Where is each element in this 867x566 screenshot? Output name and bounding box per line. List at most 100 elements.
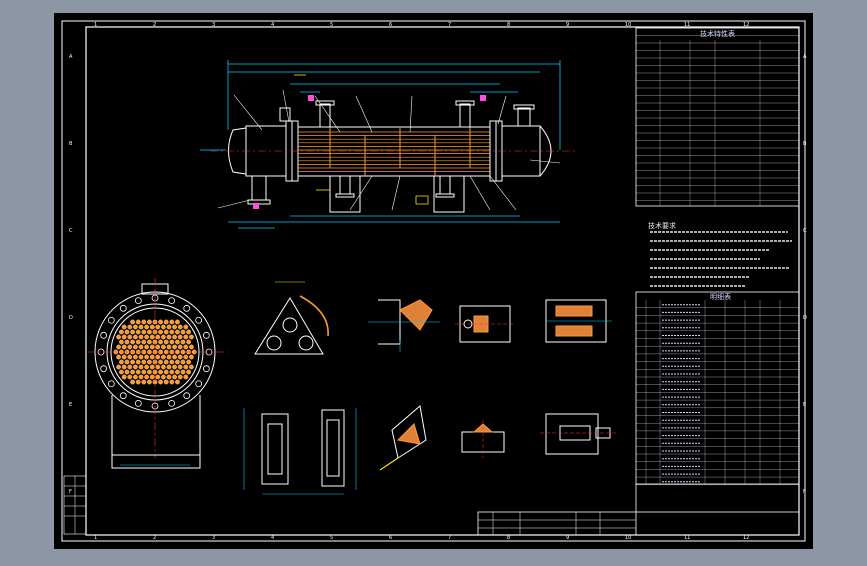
- tube-hole: [188, 354, 194, 360]
- flange-bolt-hole: [119, 392, 127, 400]
- weld-detail-2: [455, 305, 515, 343]
- zone-column-label: 12: [743, 22, 749, 28]
- tube-hole: [149, 334, 155, 340]
- tube-hole: [183, 374, 189, 380]
- zone-column-label: 4: [271, 535, 274, 541]
- tube-hole: [124, 339, 130, 345]
- tube-hole: [121, 374, 127, 380]
- tube-hole: [138, 334, 144, 340]
- tube-hole: [121, 344, 127, 350]
- flange-bolt-hole: [195, 380, 203, 388]
- tube-hole: [177, 364, 183, 370]
- zone-column-label: 3: [212, 535, 215, 541]
- tube-hole: [177, 324, 183, 330]
- zone-column-label: 2: [153, 22, 156, 28]
- zone-column-label: 10: [625, 535, 631, 541]
- zone-column-label: 3: [212, 22, 215, 28]
- tube-hole: [116, 364, 122, 370]
- tube-hole: [188, 344, 194, 350]
- tube-hole: [119, 359, 124, 365]
- flange-bolt-hole: [168, 399, 176, 407]
- zone-column-label: 12: [743, 535, 749, 541]
- tube-hole: [146, 339, 152, 345]
- tube-hole: [138, 374, 144, 380]
- flange-bolt-hole: [100, 331, 108, 339]
- zone-column-label: 9: [566, 22, 569, 28]
- tube-hole: [130, 359, 136, 365]
- tube-hole: [177, 334, 183, 340]
- zone-column-label: 10: [625, 22, 631, 28]
- zone-column-label: 11: [684, 535, 690, 541]
- zone-column-label: 8: [507, 22, 510, 28]
- tube-hole: [186, 329, 192, 335]
- tube-hole: [174, 359, 180, 365]
- tube-hole: [141, 329, 147, 335]
- end-view-tubesheet: [88, 278, 228, 469]
- tube-hole: [135, 319, 141, 325]
- tube-hole: [186, 339, 192, 345]
- tube-hole: [166, 374, 172, 380]
- flange-bolt-hole: [134, 399, 142, 407]
- tube-hole: [172, 354, 178, 360]
- flange-bolt-hole: [183, 392, 191, 400]
- tube-hole: [183, 354, 189, 360]
- tube-hole: [166, 344, 172, 350]
- zone-row-label: C: [803, 228, 807, 234]
- tube-hole: [146, 379, 152, 385]
- zone-row-label: A: [69, 54, 73, 60]
- tube-hole: [127, 364, 133, 370]
- tube-hole: [155, 374, 161, 380]
- tube-hole: [172, 324, 178, 330]
- technical-data-table: 技术特性表: [635, 27, 800, 207]
- tube-hole: [144, 324, 150, 330]
- tube-hole: [155, 344, 161, 350]
- tube-hole: [160, 374, 166, 380]
- tube-hole: [121, 324, 127, 330]
- flange-bolt-hole: [183, 304, 191, 312]
- tube-hole: [169, 369, 175, 375]
- tube-hole: [169, 329, 175, 335]
- tube-hole: [135, 379, 141, 385]
- tube-hole: [158, 369, 164, 375]
- tube-hole: [121, 354, 127, 360]
- tube-hole: [135, 369, 141, 375]
- model-space-background: [54, 13, 813, 549]
- tube-hole: [149, 324, 155, 330]
- tube-hole: [180, 339, 186, 345]
- tube-hole: [160, 354, 166, 360]
- zone-row-label: B: [803, 141, 807, 147]
- tube-hole: [138, 354, 144, 360]
- tube-hole: [146, 359, 152, 365]
- tube-hole: [141, 359, 147, 365]
- tube-hole: [121, 334, 127, 340]
- tube-hole: [141, 319, 147, 325]
- heat-exchanger-elevation: [200, 60, 575, 229]
- tube-hole: [163, 379, 169, 385]
- tube-hole: [166, 324, 172, 330]
- tube-hole: [144, 364, 150, 370]
- tube-hole: [132, 334, 138, 340]
- tube-hole: [155, 354, 161, 360]
- tube-hole: [141, 369, 147, 375]
- tube-hole: [132, 324, 138, 330]
- tube-hole: [177, 374, 183, 380]
- tube-hole: [172, 344, 178, 350]
- zone-column-label: 5: [330, 22, 333, 28]
- tube-hole: [116, 334, 122, 340]
- tube-hole: [183, 334, 189, 340]
- tube-hole: [138, 344, 144, 350]
- tube-hole: [183, 364, 189, 370]
- tube-hole: [183, 344, 189, 350]
- section-view-cover: [243, 408, 357, 495]
- tube-hole: [172, 364, 178, 370]
- tube-hole: [132, 364, 138, 370]
- zone-row-label: E: [803, 402, 806, 408]
- tube-hole: [158, 339, 164, 345]
- tube-hole: [166, 354, 172, 360]
- tube-hole: [138, 324, 144, 330]
- tube-hole: [130, 329, 136, 335]
- tube-hole: [160, 324, 166, 330]
